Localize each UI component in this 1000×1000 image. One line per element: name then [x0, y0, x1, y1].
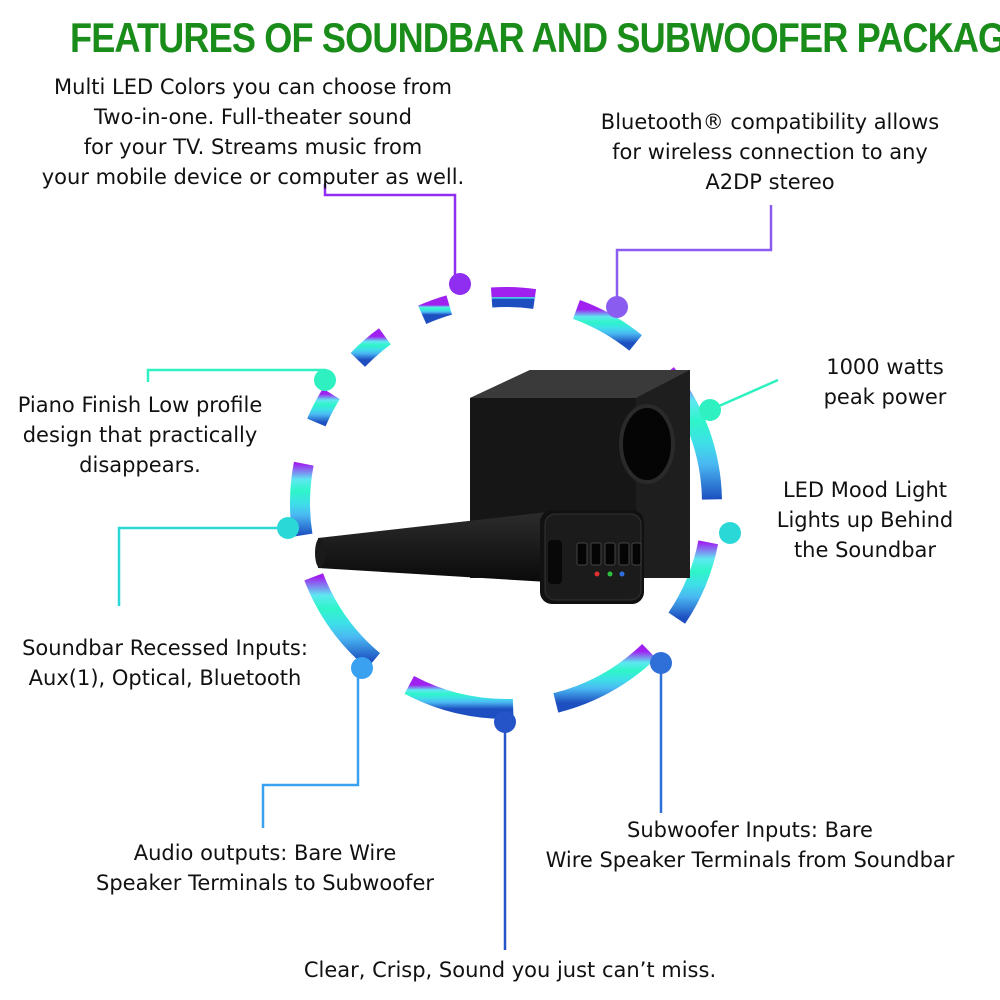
soundbar-image — [315, 510, 644, 604]
caption-clear-crisp-sound: Clear, Crisp, Sound you just can’t miss. — [303, 958, 717, 982]
ring-segment — [418, 295, 453, 325]
marker-dot-inputs — [277, 517, 299, 539]
marker-dot-led-mood — [719, 522, 741, 544]
page-title: FEATURES OF SOUNDBAR AND SUBWOOFER PACKA… — [70, 14, 1000, 61]
leader-line-inputs — [117, 526, 288, 606]
subwoofer-port — [619, 404, 675, 484]
marker-dot-bluetooth — [606, 296, 628, 318]
marker-dot-power — [699, 399, 721, 421]
ring-segment — [404, 675, 514, 719]
caption-bluetooth: Bluetooth® compatibility allows for wire… — [600, 110, 940, 194]
leader-line-multi-led — [323, 184, 457, 284]
marker-dot-audio-out — [351, 657, 373, 679]
marker-dot-sub-inputs — [650, 652, 672, 674]
ring-segment — [490, 287, 537, 309]
marker-dots — [277, 273, 741, 733]
caption-subwoofer-inputs: Subwoofer Inputs: Bare Wire Speaker Term… — [545, 818, 955, 872]
soundbar-control-buttons — [576, 542, 642, 566]
caption-peak-power: 1000 watts peak power — [823, 355, 947, 409]
leader-line-audio-out — [261, 668, 360, 828]
caption-audio-outputs: Audio outputs: Bare Wire Speaker Termina… — [96, 841, 434, 895]
ring-segment — [572, 300, 642, 351]
leader-line-piano — [146, 368, 327, 382]
leader-lines — [117, 184, 779, 950]
ring-segment — [304, 573, 381, 669]
marker-dot-piano — [314, 369, 336, 391]
ring-segment — [307, 388, 340, 427]
ring-segment — [350, 328, 391, 367]
caption-recessed-inputs: Soundbar Recessed Inputs: Aux(1), Optica… — [22, 636, 308, 690]
ring-segment — [553, 643, 657, 713]
ring-segments — [290, 287, 722, 719]
marker-dot-clear — [494, 711, 516, 733]
caption-led-mood-light: LED Mood Light Lights up Behind the Soun… — [776, 478, 954, 562]
leader-line-power — [709, 378, 779, 412]
caption-piano-finish: Piano Finish Low profile design that pra… — [17, 393, 263, 477]
caption-multi-led-colors: Multi LED Colors you can choose from Two… — [41, 75, 465, 189]
ring-segment — [668, 540, 719, 624]
ring-segment — [290, 461, 314, 537]
leader-line-bluetooth — [615, 205, 773, 307]
marker-dot-multi-led — [449, 273, 471, 295]
